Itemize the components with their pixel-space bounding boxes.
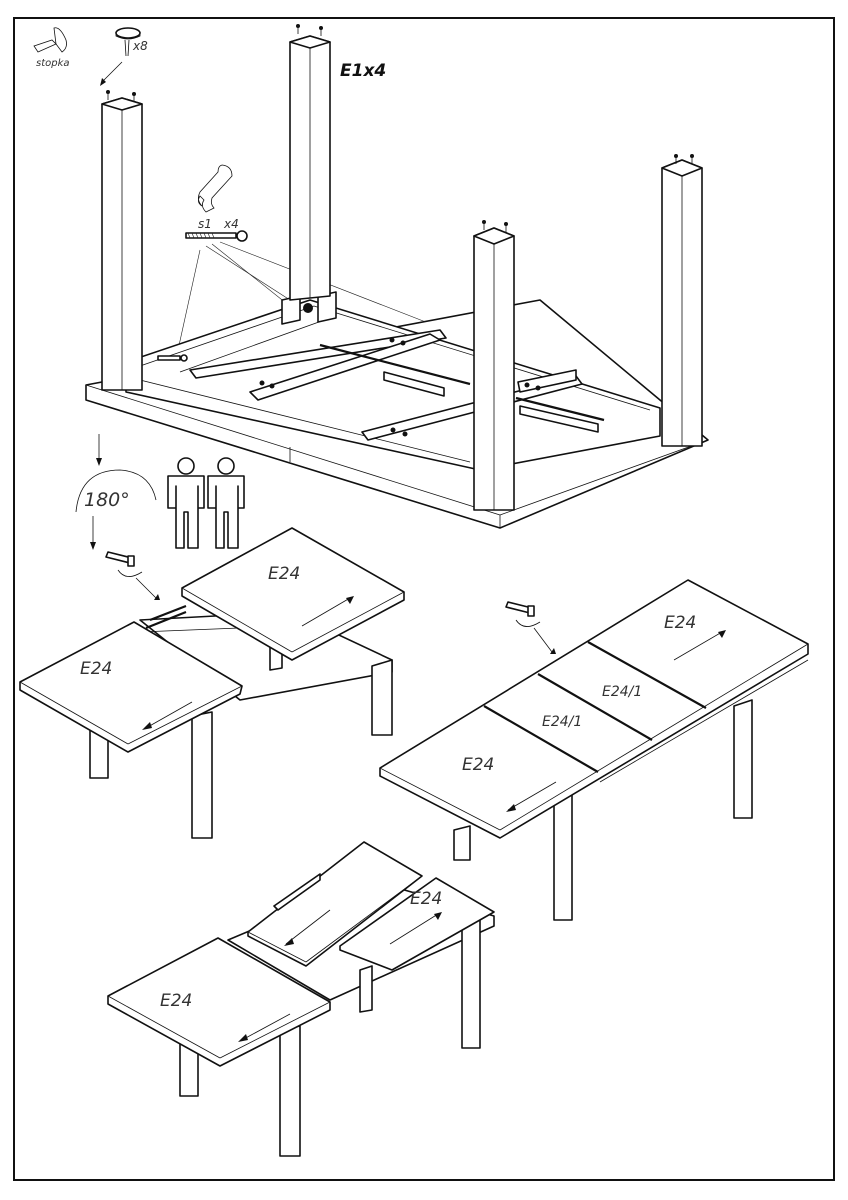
leg-back-left xyxy=(289,24,331,301)
panel-label-right-e24-1-b: E24/1 xyxy=(602,684,642,700)
panel-left-back xyxy=(181,527,405,661)
extension-slides xyxy=(319,343,605,433)
leg-front-left xyxy=(101,90,143,391)
panel-left-front xyxy=(19,621,243,753)
panel-right-extended xyxy=(379,579,809,839)
bolt-quantity-label: x4 xyxy=(223,217,239,231)
folding-leaf-right xyxy=(339,877,495,971)
panel-label-bottom-right: E24 xyxy=(410,889,442,909)
tool-label: stopka xyxy=(36,58,70,69)
folding-leaf-left xyxy=(247,841,423,967)
glide-nail-icon xyxy=(115,27,141,57)
glide-quantity: x8 xyxy=(132,39,148,53)
lag-bolt-icon xyxy=(185,230,248,242)
panel-label-bottom-front: E24 xyxy=(160,991,192,1011)
panel-bottom-front xyxy=(107,937,331,1067)
rotation-label: 180° xyxy=(84,489,130,511)
allen-key-icon-left xyxy=(105,551,160,600)
wrench-size-label: s1 xyxy=(198,217,212,231)
page-border xyxy=(13,17,835,1181)
panel-label-right-e24-front: E24 xyxy=(462,755,494,775)
panel-label-left-back: E24 xyxy=(268,564,300,584)
glide-arrow-head xyxy=(100,78,106,86)
panel-label-right-e24-back: E24 xyxy=(664,613,696,633)
leg-part-label: E1x4 xyxy=(340,61,386,81)
two-person-lift-icon xyxy=(167,457,245,549)
apron-frame xyxy=(125,299,661,471)
mallet-icon xyxy=(33,27,67,53)
corner-bracket xyxy=(281,291,337,325)
rotation-arc xyxy=(75,469,157,513)
bolt-small-icon xyxy=(157,354,188,362)
allen-key-icon-right xyxy=(505,601,556,654)
panel-label-left-front: E24 xyxy=(80,659,112,679)
glide-arrow xyxy=(101,61,123,83)
leg-back-right xyxy=(661,154,703,447)
panel-label-right-e24-1-a: E24/1 xyxy=(542,714,582,730)
wrench-icon xyxy=(198,164,233,213)
leg-front-right xyxy=(473,220,515,511)
